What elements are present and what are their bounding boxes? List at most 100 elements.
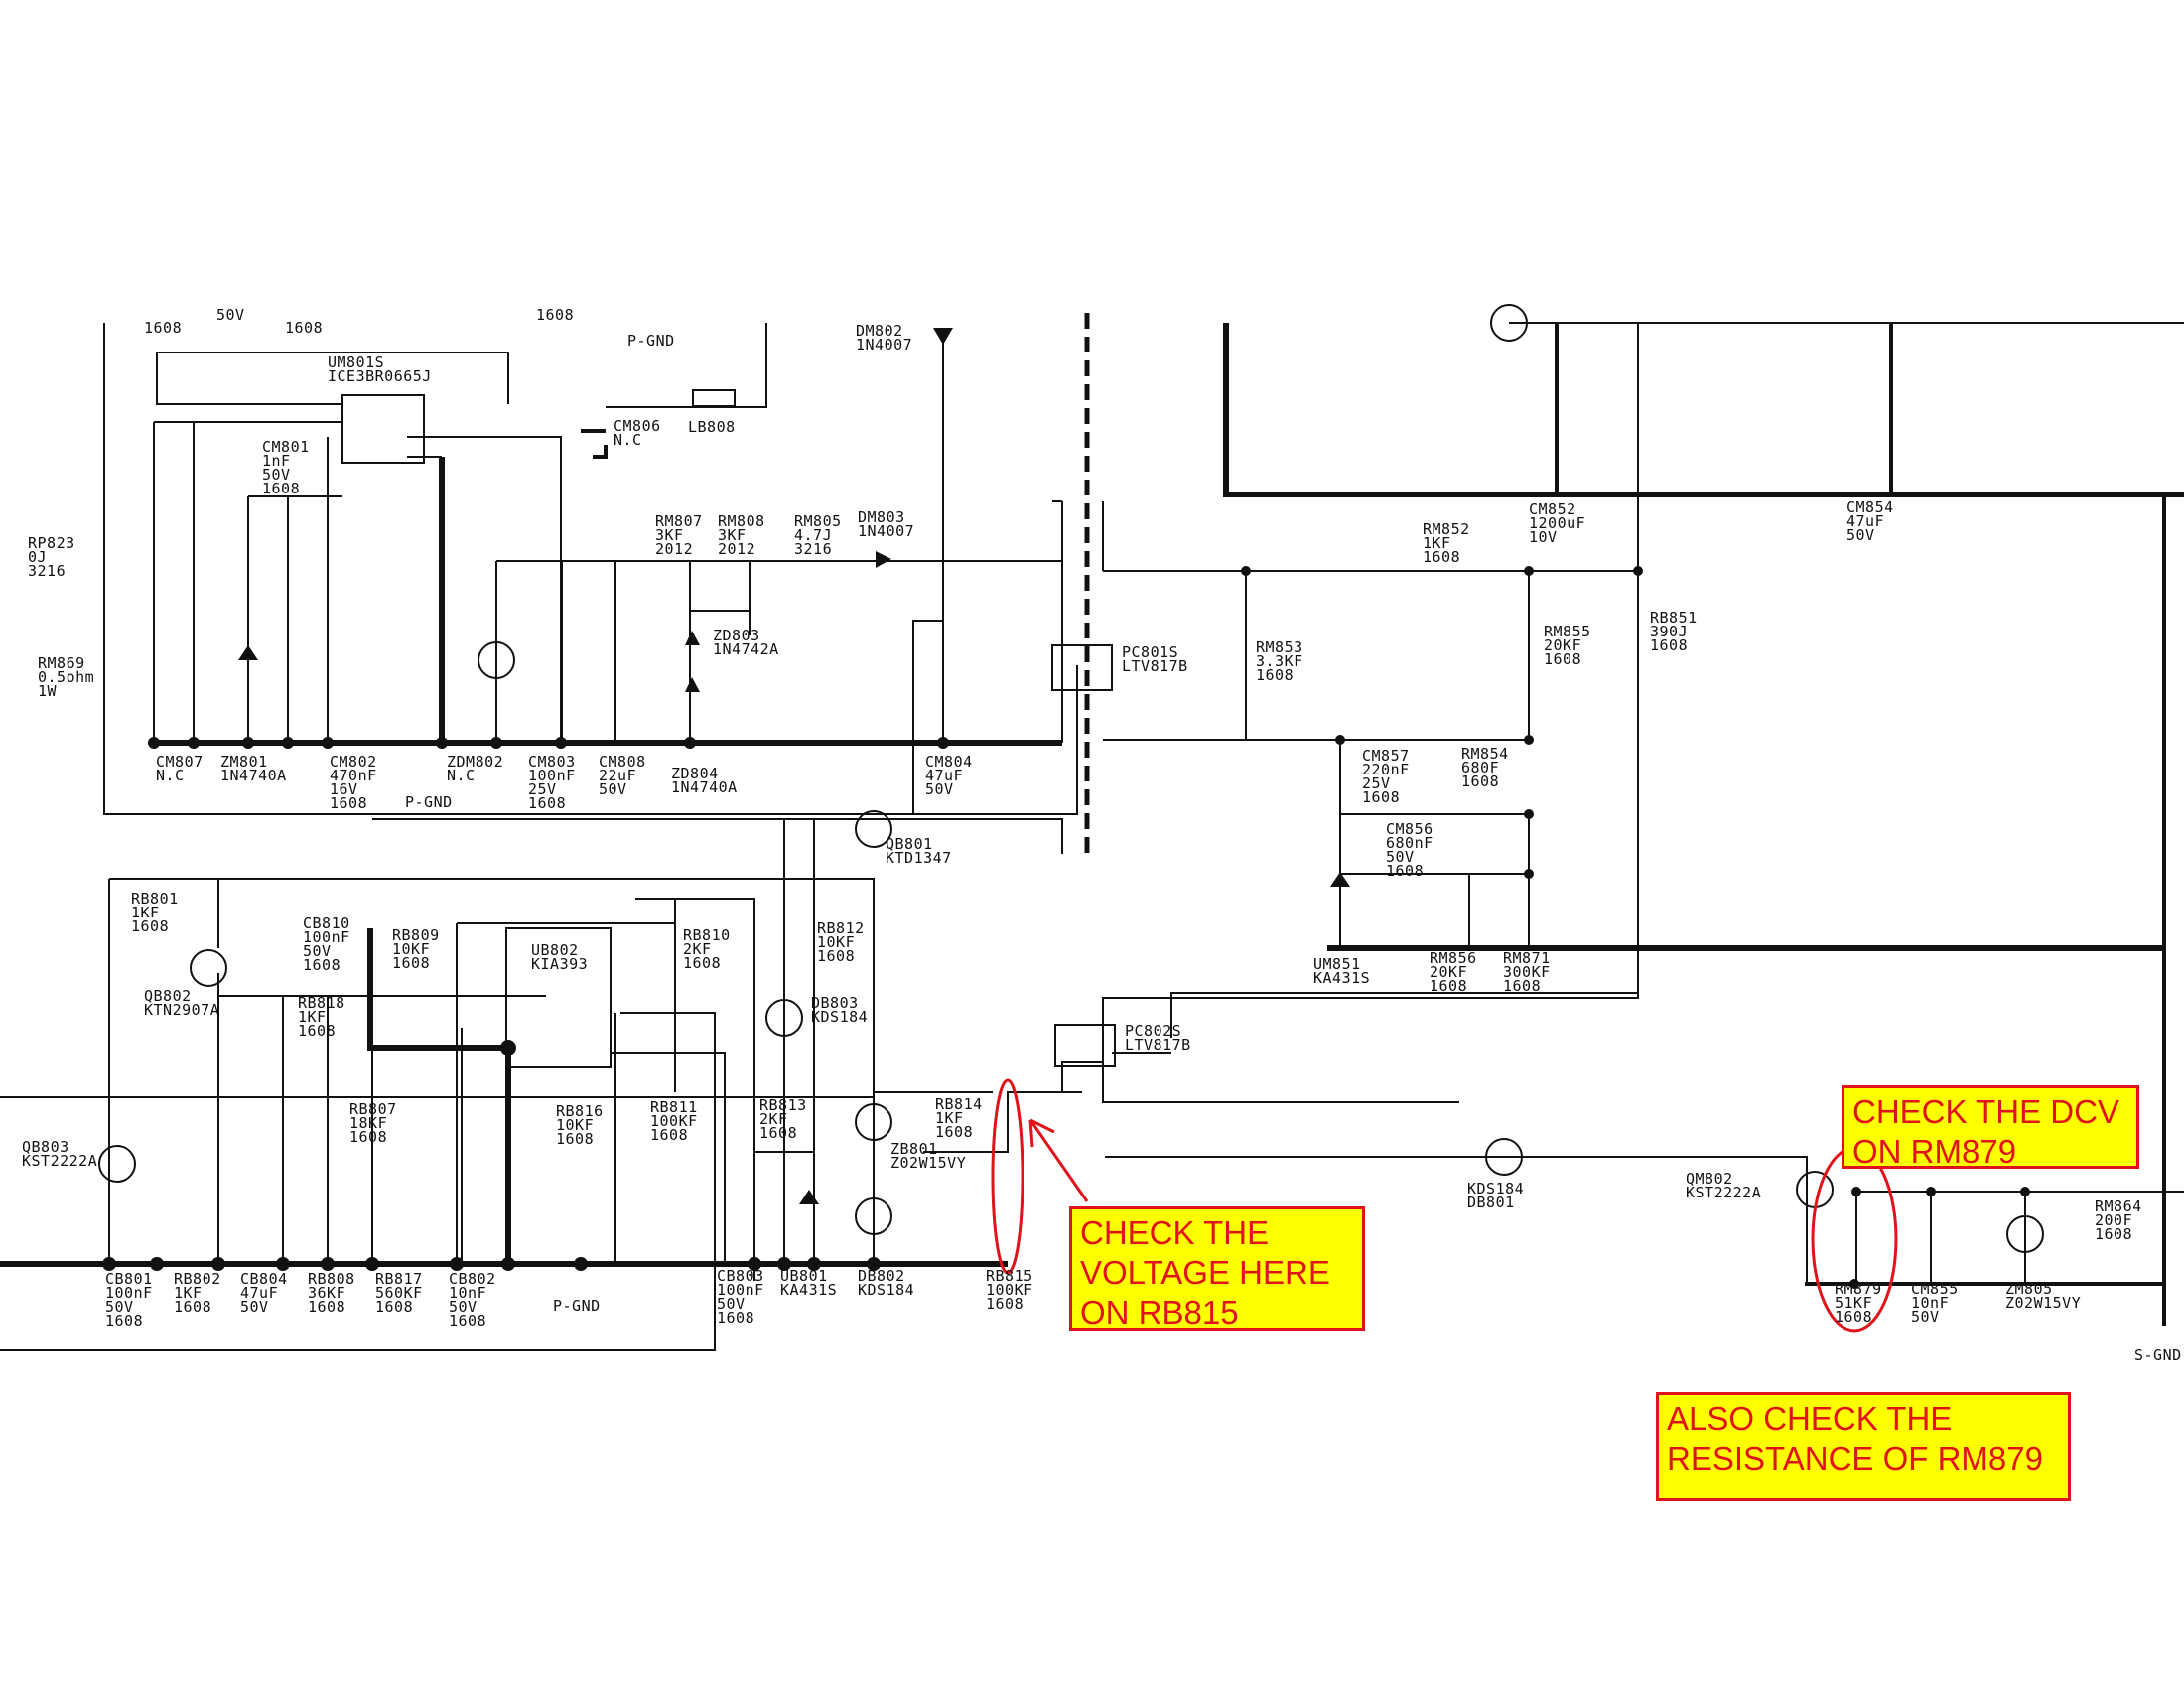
label-line: RM879 xyxy=(1835,1280,1882,1298)
label-line: 50V xyxy=(1911,1308,1940,1326)
label-line: 22uF xyxy=(599,767,636,784)
label-line: 1N4007 xyxy=(858,522,914,540)
label-line: QB802 xyxy=(144,987,192,1005)
label-line: 560KF xyxy=(375,1284,423,1302)
label-line: 680nF xyxy=(1386,834,1433,852)
db801 xyxy=(1485,1138,1523,1176)
label-line: 100nF xyxy=(717,1281,764,1299)
label-line: KTN2907A xyxy=(144,1001,219,1019)
label-line: 1608 xyxy=(308,1298,345,1316)
label-line: 25V xyxy=(528,780,557,798)
label-line: CM804 xyxy=(925,753,973,771)
label-line: 1608 xyxy=(392,954,430,972)
label-line: 1KF xyxy=(1423,534,1451,552)
component-symbols xyxy=(98,304,2044,1253)
label-line: DB801 xyxy=(1467,1194,1515,1211)
label-line: RP823 xyxy=(28,534,75,552)
label-line: RM805 xyxy=(794,512,842,530)
label-line: 1N4740A xyxy=(220,767,287,784)
dm803-diode xyxy=(876,551,891,568)
label-line: 1608 xyxy=(174,1298,211,1316)
label-line: KA431S xyxy=(1313,969,1370,987)
label-line: 1608 xyxy=(144,319,182,337)
label-line: 20KF xyxy=(1544,636,1581,654)
zdm802-transistor xyxy=(478,641,515,679)
label-line: 2012 xyxy=(655,540,693,558)
label-line: UB802 xyxy=(531,941,579,959)
label-line: DB803 xyxy=(811,994,859,1012)
label-line: 1nF xyxy=(262,452,291,470)
secondary-cap-drops xyxy=(1555,323,1893,494)
label-line: 1608 xyxy=(349,1128,387,1146)
label-line: CB810 xyxy=(303,914,350,932)
label-pgnd-mid: P-GND xyxy=(405,793,453,811)
ic-box xyxy=(157,352,509,404)
label-line: DM803 xyxy=(858,508,905,526)
label-line: RB816 xyxy=(556,1102,604,1120)
cb810-thick xyxy=(367,928,511,1264)
label-line: N.C xyxy=(614,431,642,449)
label-line: 1608 xyxy=(1256,666,1294,684)
label-line: 3.3KF xyxy=(1256,652,1303,670)
label-line: CM801 xyxy=(262,438,310,456)
label-line: 47uF xyxy=(925,767,963,784)
label-line: 50V xyxy=(717,1295,746,1313)
label-line: Z02W15VY xyxy=(2005,1294,2081,1312)
label-line: KDS184 xyxy=(1467,1180,1524,1197)
label-line: 100KF xyxy=(986,1281,1033,1299)
label-line: 2KF xyxy=(759,1110,788,1128)
label-line: 1608 xyxy=(986,1295,1024,1313)
label-line: LTV817B xyxy=(1125,1036,1191,1054)
label-line: RM855 xyxy=(1544,623,1591,640)
label-line: UB801 xyxy=(780,1267,828,1285)
label-line: 1608 xyxy=(1544,650,1581,668)
label-line: 10nF xyxy=(1911,1294,1949,1312)
label-line: P-GND xyxy=(405,793,453,811)
label-line: 50V xyxy=(303,942,332,960)
left-bottom-frame xyxy=(0,1012,716,1351)
zb801 xyxy=(855,1103,892,1141)
label-line: 0.5ohm xyxy=(38,668,94,686)
label-line: CB802 xyxy=(449,1270,496,1288)
label-line: 1608 xyxy=(105,1312,143,1330)
label-line: 1N4007 xyxy=(856,336,912,353)
label-line: CB801 xyxy=(105,1270,153,1288)
label-pgnd-bot: P-GND xyxy=(553,1297,601,1315)
label-line: RB813 xyxy=(759,1096,807,1114)
label-line: 390J xyxy=(1650,623,1688,640)
label-line: 50V xyxy=(240,1298,269,1316)
label-line: RB810 xyxy=(683,926,731,944)
left-frame xyxy=(103,323,1062,815)
label-line: 50V xyxy=(925,780,954,798)
label-line: 300KF xyxy=(1503,963,1551,981)
label-line: 1N4742A xyxy=(713,640,779,658)
label-line: CM807 xyxy=(156,753,204,771)
label-line: LTV817B xyxy=(1122,657,1188,675)
label-line: CM806 xyxy=(614,417,661,435)
qb802-transistor xyxy=(190,949,227,987)
note-check-resistance-rm879: ALSO CHECK THE RESISTANCE OF RM879 xyxy=(1656,1392,2071,1501)
label-line: 1608 xyxy=(528,794,566,812)
label-line: 1608 xyxy=(817,947,855,965)
label-line: LB808 xyxy=(688,418,736,436)
